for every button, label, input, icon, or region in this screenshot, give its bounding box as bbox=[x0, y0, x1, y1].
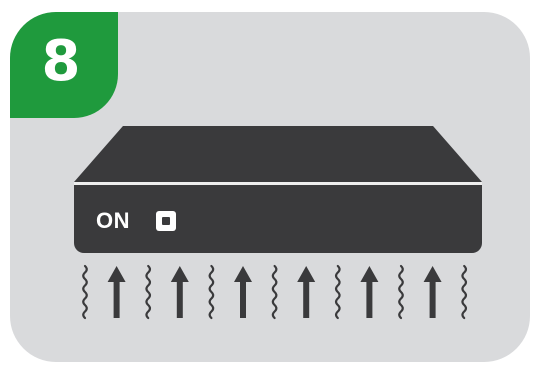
step-number: 8 bbox=[42, 34, 81, 90]
power-button-icon bbox=[156, 211, 176, 231]
step-number-badge: 8 bbox=[10, 12, 118, 118]
device-front-panel bbox=[74, 185, 482, 253]
power-on-label: ON bbox=[96, 210, 130, 232]
power-button-center bbox=[162, 217, 170, 225]
device-top-cover bbox=[74, 126, 482, 182]
